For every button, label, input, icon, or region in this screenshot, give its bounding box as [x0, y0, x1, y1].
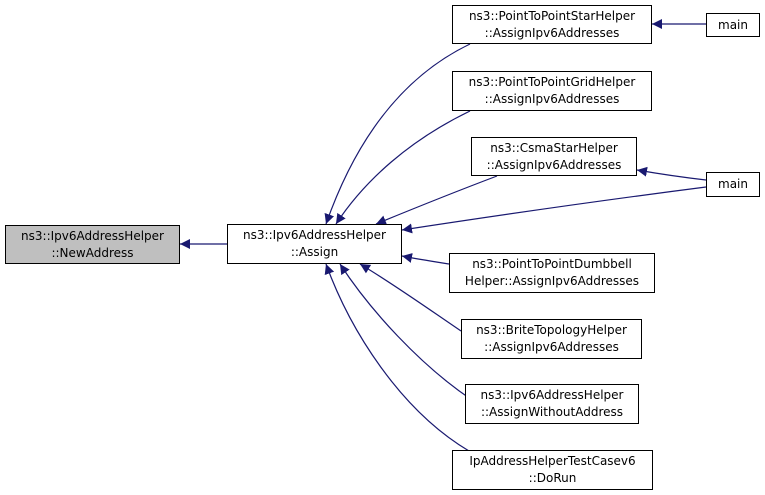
- node-p2pgrid[interactable]: ns3::PointToPointGridHelper ::AssignIpv6…: [452, 71, 652, 111]
- node-csmastar[interactable]: ns3::CsmaStarHelper ::AssignIpv6Addresse…: [471, 137, 637, 176]
- node-assignwithout[interactable]: ns3::Ipv6AddressHelper ::AssignWithoutAd…: [465, 384, 639, 424]
- node-p2pdumbbell-line1: ns3::PointToPointDumbbell: [472, 257, 632, 271]
- edge-mainmid-to-assign: [401, 186, 707, 234]
- node-p2pgrid-line1: ns3::PointToPointGridHelper: [468, 75, 636, 89]
- node-p2pstar-line2: ::AssignIpv6Addresses: [484, 25, 620, 40]
- node-main-top[interactable]: main: [706, 13, 760, 37]
- node-p2pstar[interactable]: ns3::PointToPointStarHelper ::AssignIpv6…: [452, 5, 652, 44]
- node-assign-line2: ::Assign: [290, 245, 339, 259]
- node-iptest-line1: IpAddressHelperTestCasev6: [469, 454, 636, 468]
- node-brite-line2: ::AssignIpv6Addresses: [484, 340, 619, 354]
- node-brite-line1: ns3::BriteTopologyHelper: [476, 323, 627, 337]
- node-csmastar-line1: ns3::CsmaStarHelper: [490, 140, 618, 155]
- edge-dumbbell-to-assign: [401, 253, 450, 265]
- node-assign-line1: ns3::Ipv6AddressHelper: [243, 228, 386, 242]
- node-csmastar-line2: ::AssignIpv6Addresses: [486, 157, 622, 172]
- node-p2pgrid-line2: ::AssignIpv6Addresses: [484, 92, 620, 106]
- node-brite[interactable]: ns3::BriteTopologyHelper ::AssignIpv6Add…: [461, 319, 642, 359]
- node-assignwithout-line2: ::AssignWithoutAddress: [480, 405, 624, 419]
- node-main-mid-label: main: [718, 177, 748, 191]
- edge-brite-to-assign: [359, 263, 462, 332]
- node-p2pdumbbell[interactable]: ns3::PointToPointDumbbell Helper::Assign…: [449, 253, 655, 293]
- edge-assignwithout-to-assign: [339, 263, 473, 401]
- edge-csmastar-to-assign: [375, 175, 498, 225]
- node-p2pstar-line1: ns3::PointToPointStarHelper: [468, 8, 636, 23]
- node-main-top-label: main: [718, 17, 748, 32]
- edge-mainmid-to-csmastar: [636, 166, 707, 181]
- node-newaddress: ns3::Ipv6AddressHelper ::NewAddress: [5, 225, 180, 264]
- node-assignwithout-line1: ns3::Ipv6AddressHelper: [480, 388, 624, 402]
- node-iptest-line2: ::DoRun: [528, 471, 577, 485]
- edge-p2pgrid-to-assign: [335, 110, 471, 225]
- node-newaddress-line1: ns3::Ipv6AddressHelper: [21, 228, 164, 243]
- node-main-mid[interactable]: main: [706, 172, 760, 197]
- node-iptest[interactable]: IpAddressHelperTestCasev6 ::DoRun: [452, 450, 653, 490]
- node-assign[interactable]: ns3::Ipv6AddressHelper ::Assign: [227, 224, 402, 264]
- node-newaddress-line2: ::NewAddress: [51, 245, 134, 260]
- edge-p2pstar-to-assign: [324, 43, 471, 225]
- node-p2pdumbbell-line2: Helper::AssignIpv6Addresses: [464, 274, 640, 288]
- edge-iptest-to-assign: [324, 263, 470, 452]
